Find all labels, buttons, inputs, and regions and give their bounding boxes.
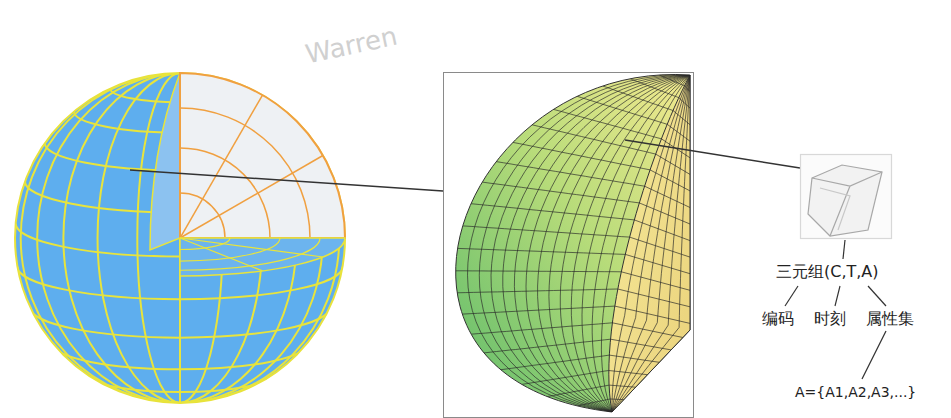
grid-line <box>659 75 684 86</box>
grid-line <box>526 75 690 412</box>
sphere <box>15 73 345 404</box>
grid-line <box>522 371 609 385</box>
grid-line <box>577 399 610 406</box>
field-label: 编码 <box>762 309 794 328</box>
attribute-set-label: A={A1,A2,A3,...} <box>795 384 916 401</box>
grid-line <box>496 162 644 187</box>
meridian-line <box>21 73 180 403</box>
grid-line <box>503 75 690 412</box>
watermark: Warren <box>303 21 400 71</box>
floor-radial <box>180 238 323 257</box>
cut-radial <box>180 95 263 238</box>
meridian-line <box>98 73 180 403</box>
grid-line <box>603 86 673 111</box>
leader-line <box>625 140 800 168</box>
grid-line <box>458 248 626 254</box>
grid-line <box>501 355 610 370</box>
floor-radial <box>180 238 263 271</box>
grid-line <box>612 75 690 412</box>
grid-line <box>615 306 690 323</box>
grid-line <box>456 271 622 272</box>
grid-line <box>618 289 690 307</box>
grid-line <box>549 75 690 412</box>
grid-line <box>513 142 650 170</box>
cut-radial <box>180 156 323 239</box>
quarter-sphere <box>456 74 690 412</box>
grid-line <box>491 75 690 412</box>
grid-line <box>612 75 690 412</box>
grid-line <box>484 339 611 353</box>
grid-line <box>612 75 690 412</box>
grid-line <box>571 75 690 412</box>
leader-line <box>130 170 443 191</box>
grid-line <box>560 75 690 412</box>
grid-line <box>612 75 690 412</box>
grid-line <box>582 75 690 412</box>
grid-line <box>463 226 630 237</box>
grid-line <box>612 323 683 338</box>
grid-line <box>471 204 634 220</box>
grid-line <box>621 272 690 291</box>
grid-line <box>462 306 615 314</box>
grid-line <box>601 75 690 412</box>
grid-line <box>554 109 662 138</box>
grid-line <box>625 254 690 273</box>
grid-line <box>612 75 690 412</box>
meridian-line <box>63 73 180 403</box>
grid-line <box>547 385 609 397</box>
meridian-line <box>137 73 180 403</box>
triple-label: 三元组(C,T,A) <box>776 262 879 281</box>
grid-line <box>514 75 690 412</box>
field-label: 属性集 <box>866 309 914 328</box>
grid-line <box>471 323 612 334</box>
cut-arc <box>180 108 310 238</box>
grid-line <box>468 75 691 412</box>
meridian-line <box>37 73 180 403</box>
cube-icon <box>801 155 892 239</box>
grid-line <box>577 96 667 124</box>
grid-line <box>479 75 690 412</box>
grid-line <box>630 79 679 98</box>
grid-line <box>612 75 690 412</box>
grid-line <box>592 75 690 412</box>
grid-line <box>482 182 639 203</box>
field-label: 时刻 <box>814 309 846 328</box>
image-frame <box>444 73 694 418</box>
grid-line <box>457 289 618 293</box>
